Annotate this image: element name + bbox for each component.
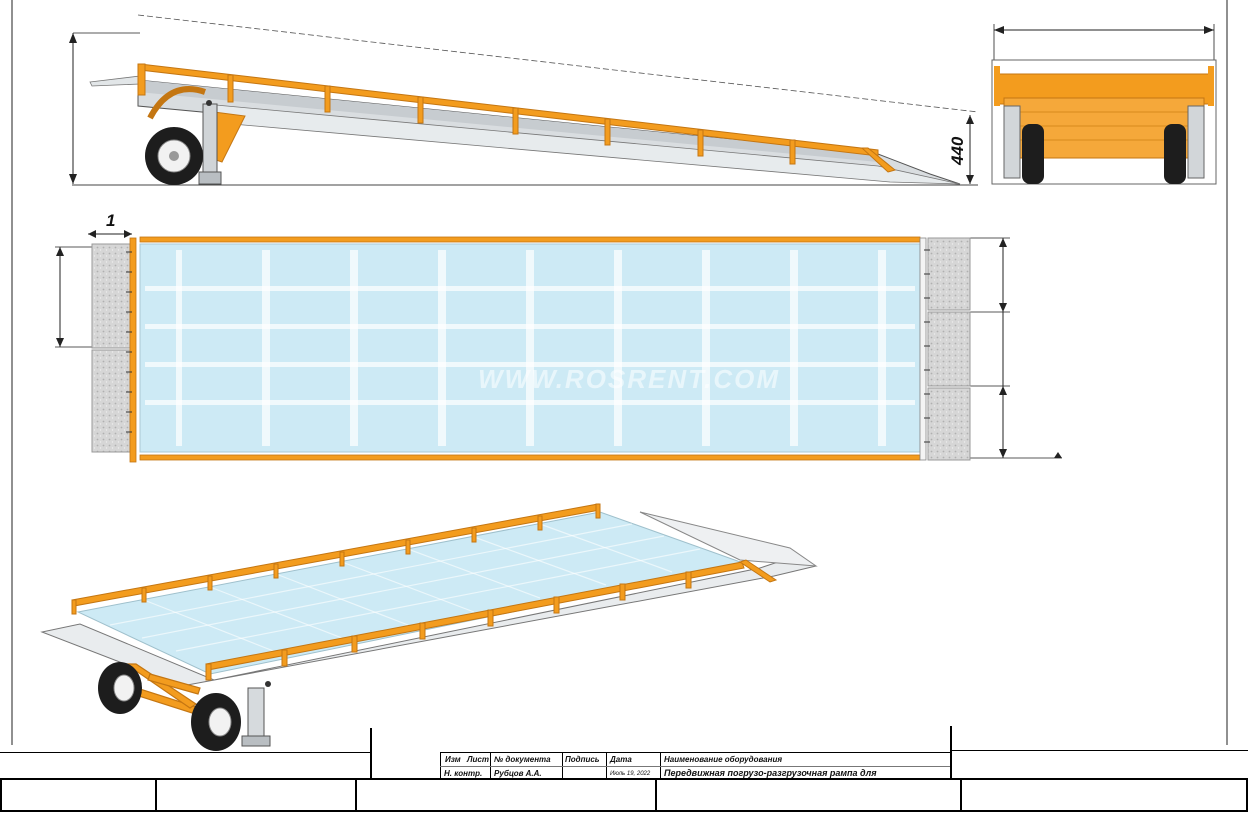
sheet-border xyxy=(11,0,1228,745)
side-wheel xyxy=(145,86,206,185)
watermark: WWW.ROSRENT.COM xyxy=(478,364,780,394)
signature-label: Подпись xyxy=(565,755,600,764)
checker-name: Рубцов А.А. xyxy=(494,769,542,778)
plan-hinge-ticks xyxy=(126,249,930,443)
iso-support-leg xyxy=(241,681,271,747)
title-block: Изм Лист № документа Подпись Дата Наимен… xyxy=(0,726,1248,832)
iso-near-railing xyxy=(205,559,778,681)
side-view: 440 xyxy=(69,14,979,186)
date-label: Дата xyxy=(610,755,632,764)
date-value: Июль 19, 2022 xyxy=(610,771,651,777)
side-railing xyxy=(137,63,897,173)
sheet-label: Лист xyxy=(467,755,489,764)
iso-deck-ribs xyxy=(109,523,701,653)
rev-label: Изм xyxy=(445,755,461,764)
plan-offset-dimension: 1 xyxy=(88,211,132,238)
equipment-name-header: Наименование оборудования xyxy=(664,755,783,764)
end-view xyxy=(991,24,1217,185)
end-height-dimension: 440 xyxy=(948,115,974,184)
checker-label: Н. контр. xyxy=(444,769,483,778)
equipment-name-value: Передвижная погрузо-разгрузочная рампа д… xyxy=(664,768,877,778)
plan-deck-ribs xyxy=(145,250,915,446)
side-support-leg xyxy=(198,100,222,185)
doc-number-label: № документа xyxy=(494,755,551,764)
iso-wheels xyxy=(98,662,241,751)
iso-far-railing xyxy=(71,503,601,615)
plan-view: 1 xyxy=(55,211,1062,463)
isometric-view xyxy=(40,503,818,751)
plan-offset-label: 1 xyxy=(106,211,115,230)
end-height-label: 440 xyxy=(948,136,967,166)
side-height-dimension xyxy=(69,32,140,184)
